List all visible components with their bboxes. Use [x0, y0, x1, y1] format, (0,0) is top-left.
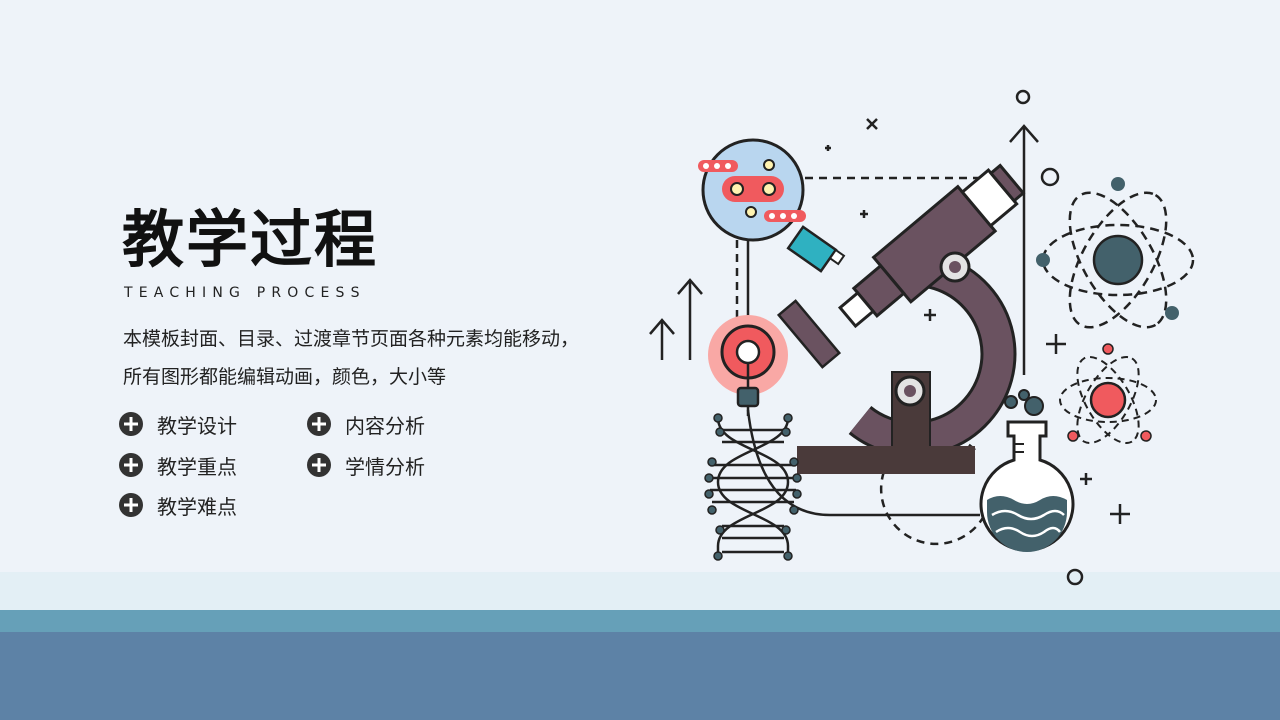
menu-item-key-points[interactable]: 教学重点 [119, 450, 237, 480]
menu-item-label: 教学设计 [157, 413, 237, 438]
arrow-icon [649, 124, 1039, 375]
menu-item-difficulties[interactable]: 教学难点 [119, 490, 237, 520]
page-subtitle: TEACHING PROCESS [124, 285, 366, 301]
page-title: 教学过程 [122, 203, 379, 276]
description-line-1: 本模板封面、目录、过渡章节页面各种元素均能移动， [123, 328, 580, 350]
plus-circle-icon [307, 412, 331, 436]
description-line-2: 所有图形都能编辑动画，颜色，大小等 [123, 366, 447, 388]
footer-band-mid [0, 610, 1280, 632]
plus-circle-icon [119, 493, 143, 517]
microscope-icon [776, 163, 1026, 474]
dna-icon [710, 417, 796, 560]
menu-item-teaching-design[interactable]: 教学设计 [119, 409, 237, 439]
sparkle-icons [825, 89, 1130, 586]
plus-circle-icon [119, 412, 143, 436]
menu-item-content-analysis[interactable]: 内容分析 [307, 409, 425, 439]
menu-item-label: 教学重点 [157, 454, 237, 479]
cell-lens-icon [698, 138, 806, 242]
plus-circle-icon [307, 453, 331, 477]
menu-item-label: 学情分析 [345, 454, 425, 479]
footer-band-light [0, 572, 1280, 610]
light-bulb-icon [708, 315, 788, 416]
footer-band-dark [0, 632, 1280, 720]
dna-nodes [704, 413, 802, 561]
flask-icon [979, 389, 1075, 552]
description: 本模板封面、目录、过渡章节页面各种元素均能移动， 所有图形都能编辑动画，颜色，大… [123, 320, 643, 396]
plus-circle-icon [119, 453, 143, 477]
small-atom-icon [1059, 343, 1157, 444]
menu-item-label: 教学难点 [157, 494, 237, 519]
menu-item-learner-analysis[interactable]: 学情分析 [307, 450, 425, 480]
atom-icon [1036, 177, 1195, 329]
menu-item-label: 内容分析 [345, 413, 425, 438]
